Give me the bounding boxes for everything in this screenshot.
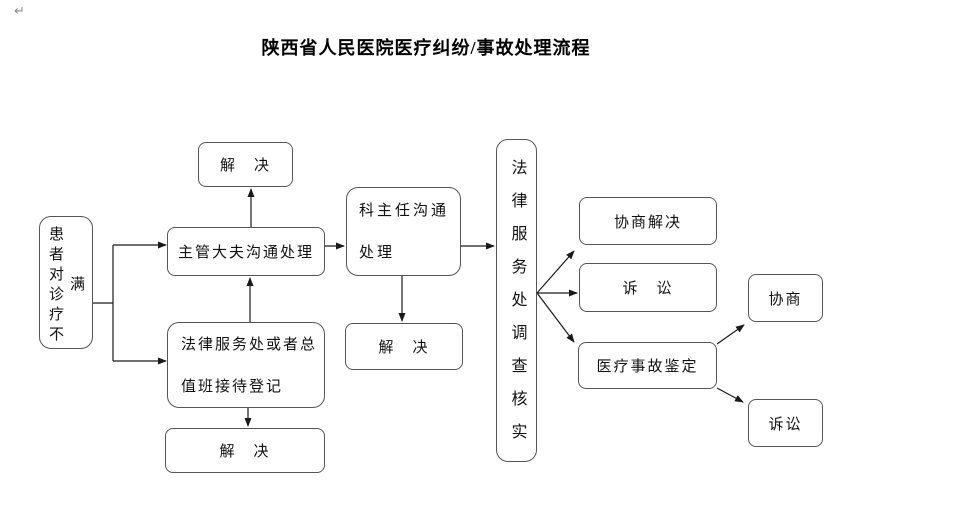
node-litigation-mid: 诉 讼 <box>579 263 717 312</box>
node-label: 法律服务处或者总值班接待登记 <box>181 337 318 395</box>
node-label: 患者对诊疗不满 <box>47 225 84 346</box>
page-title: 陕西省人民医院医疗纠纷/事故处理流程 <box>261 38 591 58</box>
arrow-appraisal-to-negotiate <box>716 324 745 345</box>
paragraph-mark: ↵ <box>14 4 25 19</box>
node-label: 协商 <box>768 291 803 308</box>
node-resolve-top: 解 决 <box>198 142 293 187</box>
node-medical-accident-appraisal: 医疗事故鉴定 <box>578 342 717 389</box>
node-label: 解 决 <box>219 158 271 174</box>
node-litigation-right: 诉讼 <box>748 399 823 447</box>
node-resolve-mid: 解 决 <box>345 323 463 370</box>
node-director-communication: 科主任沟通处理 <box>346 187 461 276</box>
node-resolve-bottom: 解 决 <box>165 428 325 473</box>
arrow-investigation-to-appraisal <box>536 292 575 343</box>
node-legal-reception: 法律服务处或者总值班接待登记 <box>167 322 325 408</box>
node-label: 科主任沟通处理 <box>359 203 450 261</box>
node-label: 主管大夫沟通处理 <box>177 245 314 261</box>
node-label: 诉讼 <box>768 416 803 433</box>
node-label: 医疗事故鉴定 <box>596 359 699 375</box>
node-label: 诉 讼 <box>622 281 674 297</box>
node-label: 解 决 <box>219 444 271 460</box>
arrow-investigation-to-negotiate-resolve <box>536 250 575 294</box>
node-patient-dissatisfied: 患者对诊疗不满 <box>39 216 93 349</box>
node-negotiate-right: 协商 <box>748 274 823 322</box>
node-negotiate-resolve: 协商解决 <box>579 197 717 245</box>
node-doctor-communication: 主管大夫沟通处理 <box>167 227 325 276</box>
node-label: 协商解决 <box>613 214 682 231</box>
arrow-appraisal-to-litigation <box>716 387 744 403</box>
node-legal-investigation: 法律服务处调查核实 <box>496 139 537 462</box>
node-label: 法律服务处调查核实 <box>508 159 526 456</box>
node-label: 解 决 <box>378 340 430 356</box>
